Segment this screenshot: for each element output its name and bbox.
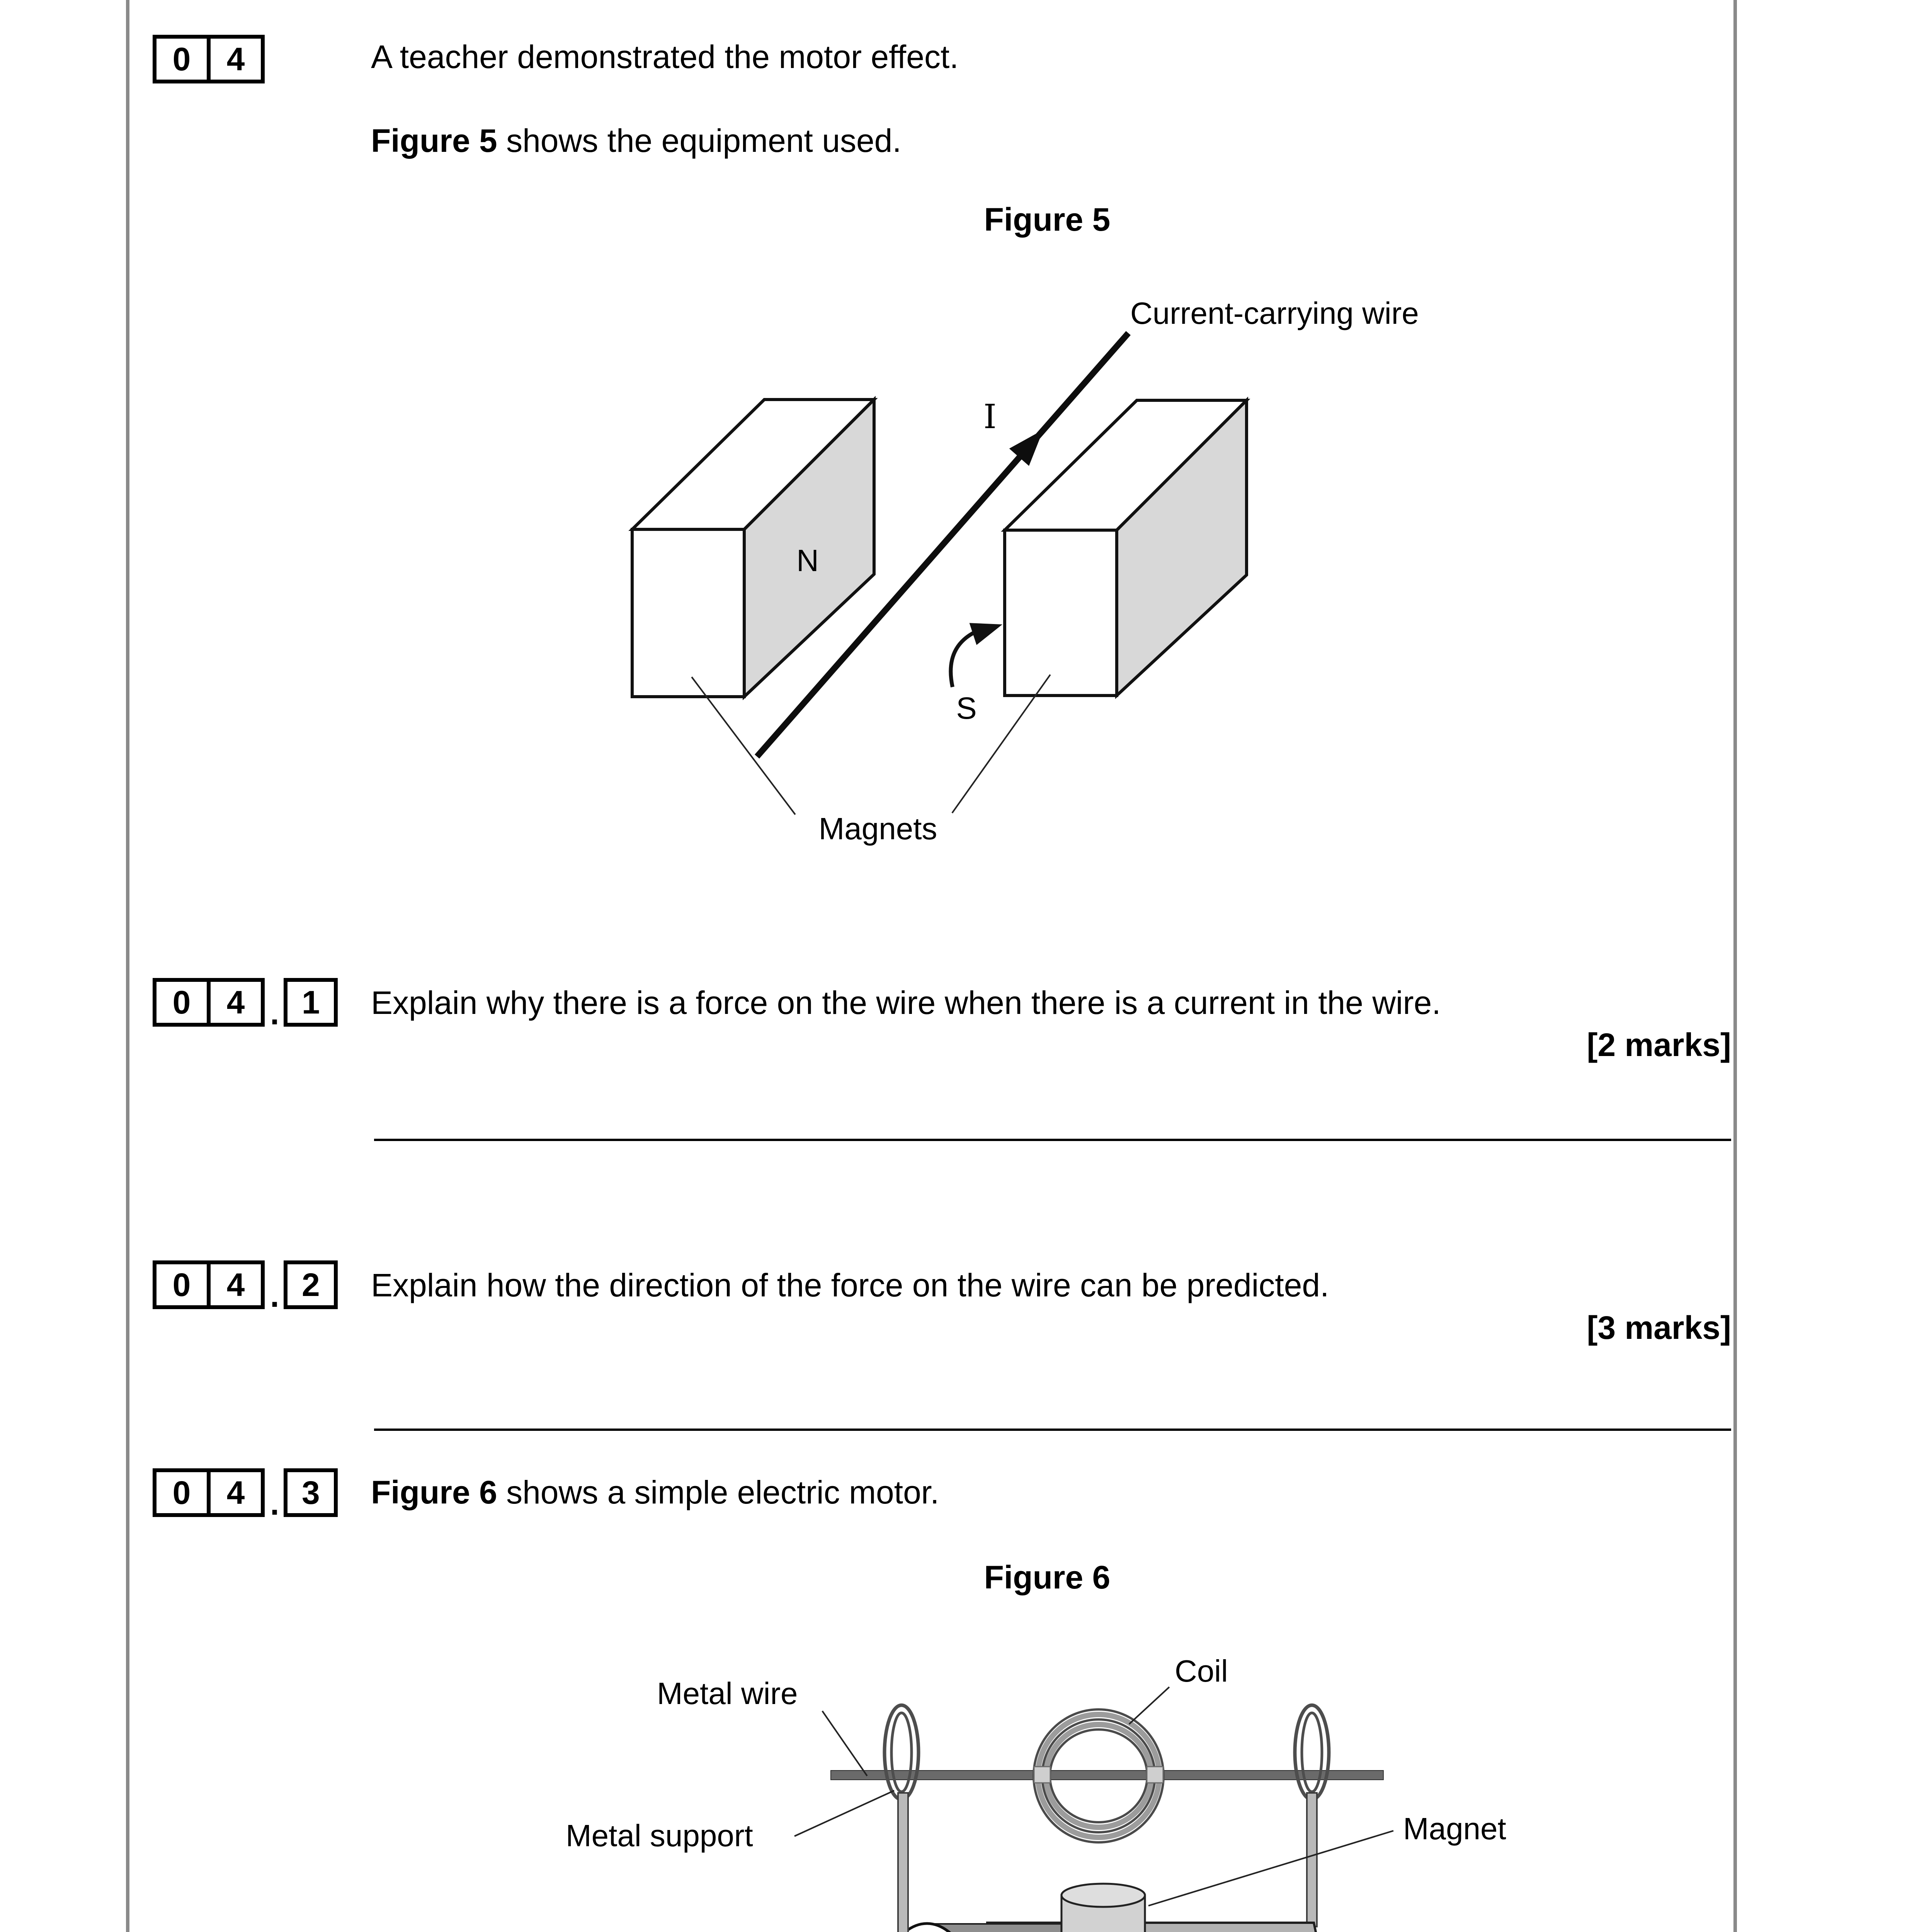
left-magnet: N (628, 396, 878, 701)
question-04-1-number: 0 4 . 1 (153, 978, 338, 1031)
answer-line[interactable] (374, 1139, 1731, 1141)
figure6-title: Figure 6 (984, 1559, 1111, 1595)
cell-rim-band (926, 1923, 1065, 1932)
metal-wire-leader (822, 1710, 868, 1777)
question-04-3-number: 0 4 . 3 (153, 1468, 338, 1522)
left-magnet-front-face (631, 528, 746, 698)
left-support-rod (897, 1792, 909, 1932)
question-number-digit: 0 (172, 1266, 191, 1303)
metal-support-label: Metal support (566, 1818, 753, 1853)
left-support-eyelet (883, 1703, 920, 1801)
south-pole-label: S (956, 691, 976, 725)
question-subnumber-box: 3 (284, 1468, 338, 1517)
question-04-2-number: 0 4 . 2 (153, 1260, 338, 1314)
question-number-box: 0 4 (153, 1468, 265, 1517)
south-pole-arrow-icon (969, 623, 1002, 645)
coil-contact-left (1033, 1766, 1051, 1784)
question-number-dot: . (270, 1277, 279, 1314)
current-symbol: I (983, 398, 997, 436)
current-carrying-wire-label: Current-carrying wire (1130, 296, 1419, 330)
current-direction-arrow-icon (1009, 430, 1043, 466)
right-margin-rule (1733, 0, 1737, 1932)
question-number-digit: 4 (207, 982, 261, 1023)
question-subnumber-digit: 1 (301, 984, 320, 1020)
magnets-leader-left (691, 676, 796, 815)
coil-leader (1128, 1686, 1170, 1725)
right-magnet-front-face (1003, 529, 1118, 697)
north-pole-label: N (796, 543, 819, 578)
right-support-eyelet (1293, 1703, 1331, 1801)
magnet-label: Magnet (1403, 1811, 1506, 1846)
motor-magnet (1060, 1883, 1146, 1932)
coil-contact-right (1146, 1766, 1164, 1784)
question-04-1-text: Explain why there is a force on the wire… (371, 985, 1441, 1021)
question-number-digit: 0 (172, 984, 191, 1020)
question-number-box: 0 4 (153, 1260, 265, 1309)
magnets-leader-right (951, 674, 1051, 814)
question-number-box: 0 4 (153, 978, 265, 1027)
magnet-leader (1148, 1830, 1394, 1906)
question-number-digit: 0 (172, 41, 191, 77)
figure5-title: Figure 5 (984, 201, 1111, 238)
figure6-reference: Figure 6 shows a simple electric motor. (371, 1474, 939, 1510)
question-subnumber-box: 2 (284, 1260, 338, 1309)
question-number-dot: . (270, 995, 279, 1031)
question-subnumber-digit: 2 (301, 1266, 320, 1303)
question-subnumber-digit: 3 (301, 1474, 320, 1511)
question-intro: A teacher demonstrated the motor effect. (371, 39, 959, 75)
axle-wire (830, 1770, 1384, 1780)
question-number-dot: . (270, 1485, 279, 1522)
answer-line[interactable] (374, 1429, 1731, 1431)
metal-support-leader (794, 1790, 895, 1837)
question-04-number: 0 4 (153, 35, 265, 83)
question-number-digit: 0 (172, 1474, 191, 1511)
wire-line (754, 331, 1131, 759)
right-magnet (1001, 396, 1250, 699)
magnets-label: Magnets (819, 811, 937, 846)
figure6-diagram: Metal wire Coil Metal support Magnet Tap… (566, 1654, 1506, 1932)
question-number-digit: 4 (207, 1264, 261, 1305)
question-number-digit: 4 (207, 39, 261, 80)
metal-wire-label: Metal wire (657, 1676, 798, 1711)
left-margin-rule (126, 0, 129, 1932)
cell-end-face (903, 1922, 951, 1932)
figure5-reference: Figure 5 shows the equipment used. (371, 122, 902, 159)
right-support-rod (1306, 1792, 1318, 1927)
question-number-digit: 4 (207, 1472, 261, 1513)
question-04-2-marks: [3 marks] (1587, 1310, 1731, 1346)
question-subnumber-box: 1 (284, 978, 338, 1027)
coil-label: Coil (1175, 1654, 1228, 1688)
figure5-diagram: Current-carrying wire N I S Magnets (628, 296, 1419, 846)
question-04-1-marks: [2 marks] (1587, 1027, 1731, 1063)
question-04-2-text: Explain how the direction of the force o… (371, 1267, 1329, 1303)
question-number-box: 0 4 (153, 35, 265, 83)
